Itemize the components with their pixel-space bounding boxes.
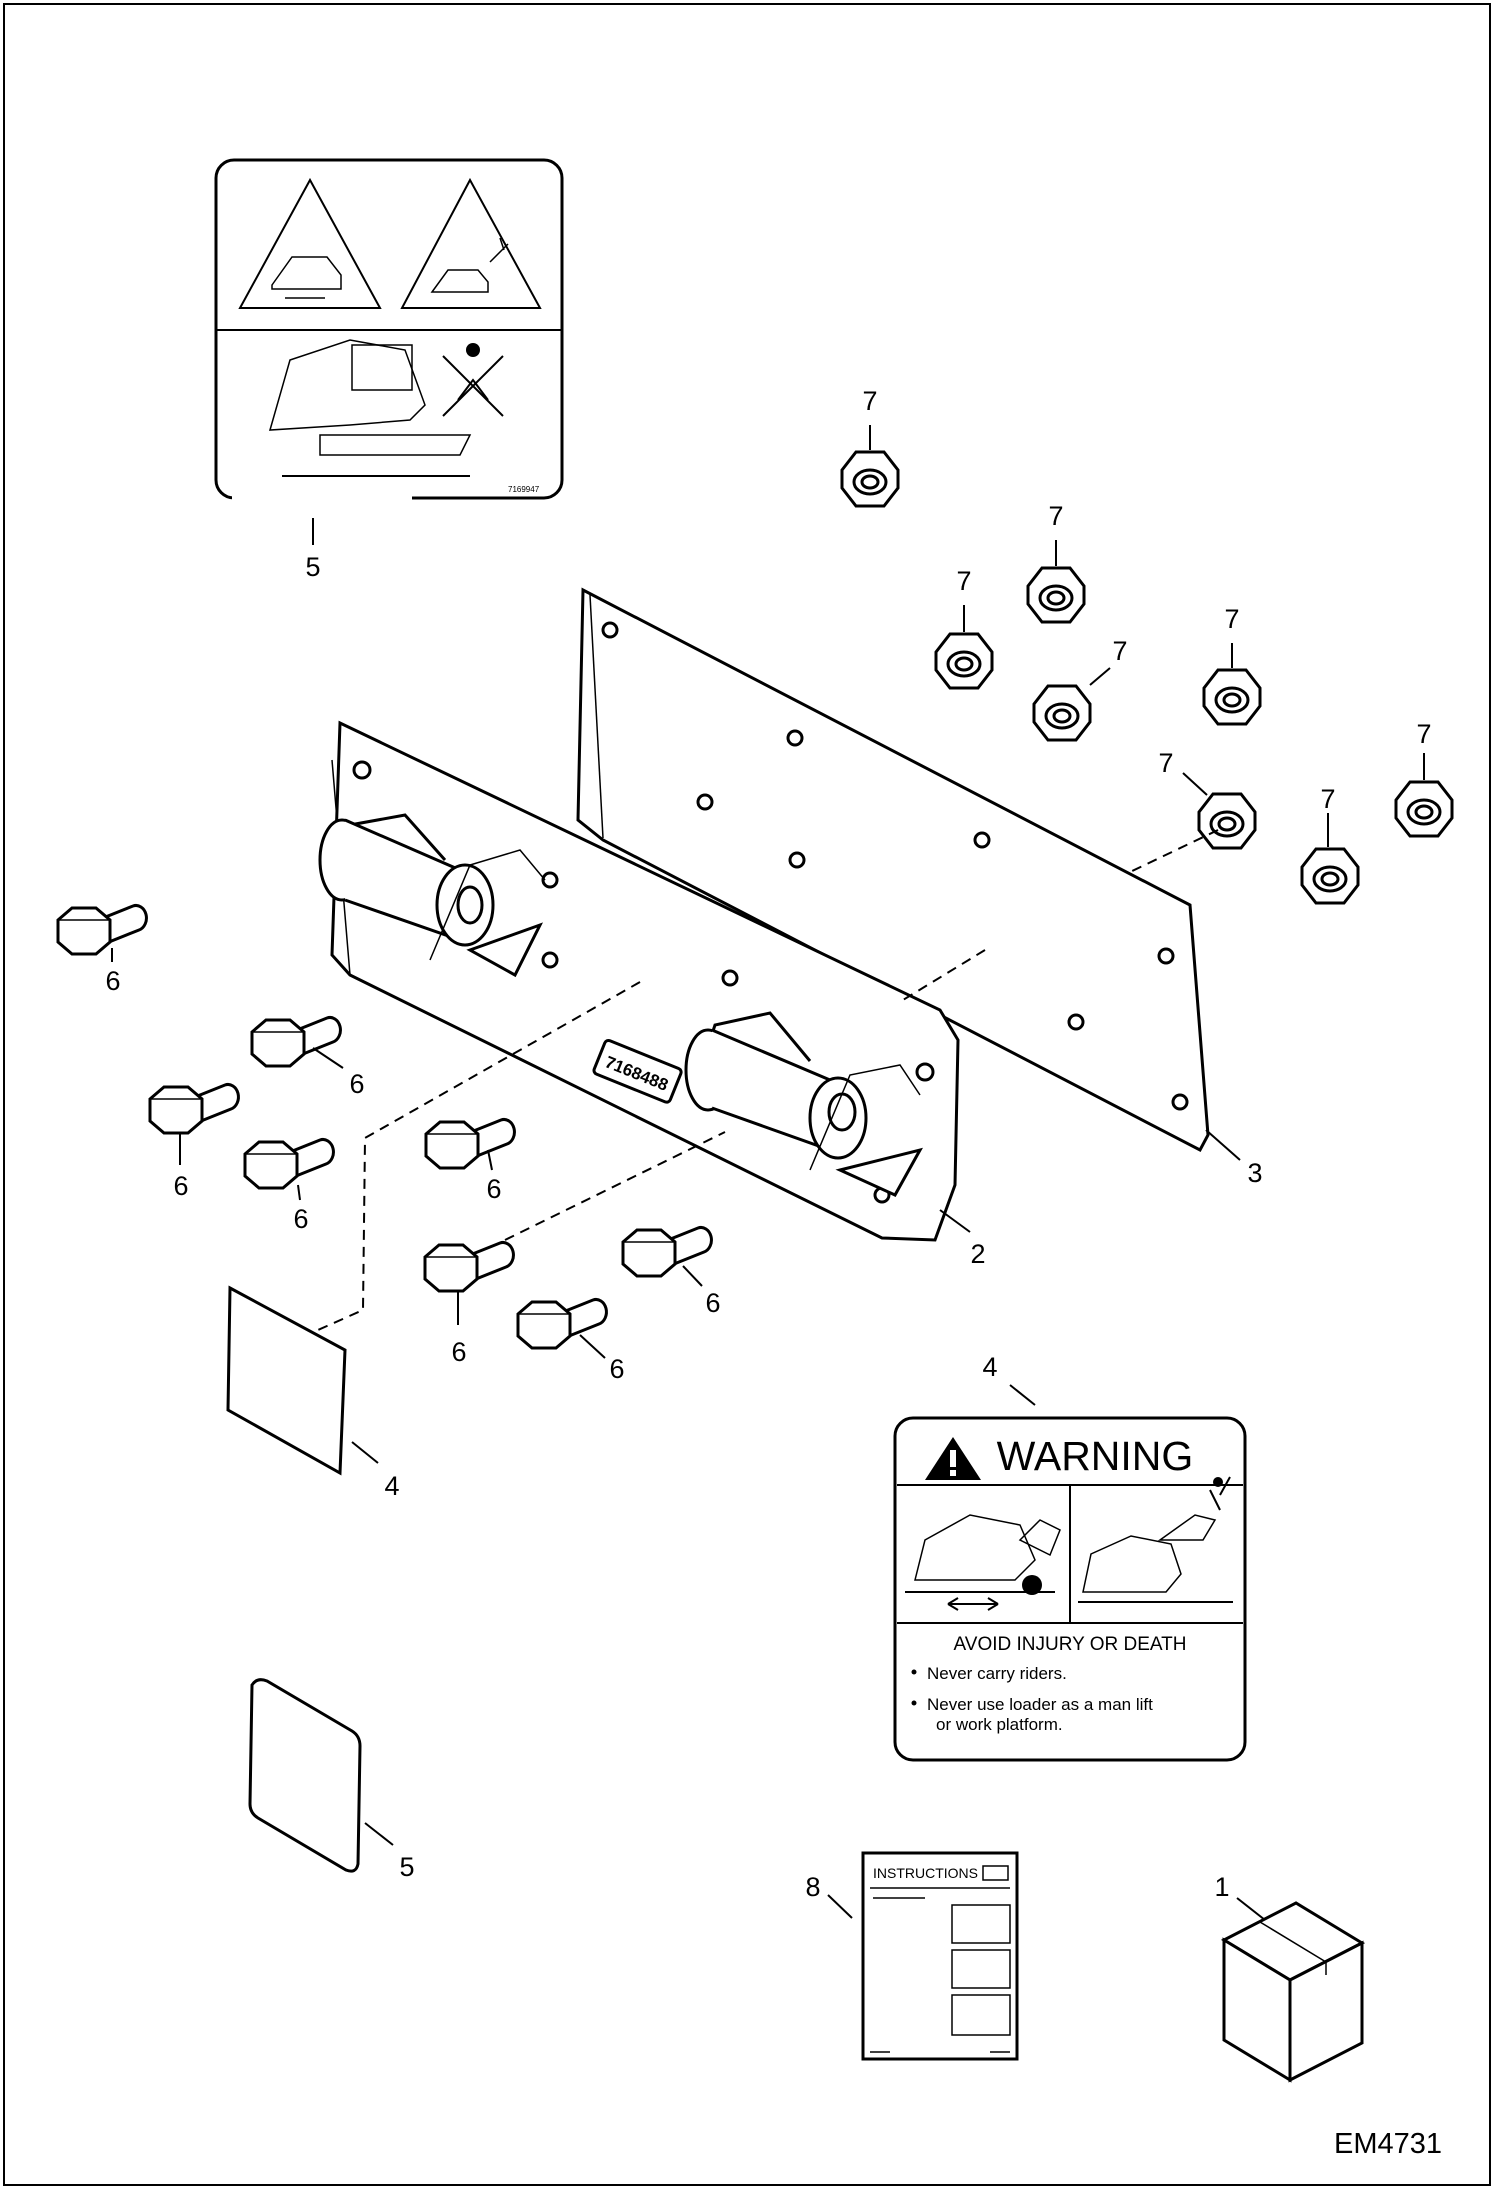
warning-bullet-3: or work platform. bbox=[936, 1715, 1063, 1734]
right-pin-bracket bbox=[684, 1011, 923, 1197]
nut-2 bbox=[1026, 566, 1086, 624]
decal-part-number: 7169947 bbox=[508, 485, 540, 494]
warning-header: WARNING bbox=[997, 1433, 1194, 1479]
callout-7-nut-2: 7 bbox=[1048, 501, 1063, 531]
no-riders-icon bbox=[442, 343, 504, 417]
backing-plate bbox=[576, 587, 1210, 1153]
callout-6-bolt-5: 6 bbox=[486, 1174, 501, 1204]
nut-1 bbox=[840, 450, 900, 508]
bolt-1 bbox=[56, 903, 148, 956]
lift-hazard-icon bbox=[1078, 1476, 1233, 1603]
left-pin-bracket bbox=[318, 813, 546, 978]
instructions-manual: INSTRUCTIONS bbox=[861, 1851, 1019, 2061]
warning-triangle-icon bbox=[925, 1437, 981, 1480]
assembly-line-decal bbox=[317, 981, 641, 1331]
warning-bullet-1: Never carry riders. bbox=[927, 1664, 1067, 1683]
bolt-2 bbox=[250, 1015, 342, 1068]
bolt-7 bbox=[621, 1225, 713, 1278]
nut-8 bbox=[1300, 847, 1360, 905]
callout-6-bolt-3: 6 bbox=[173, 1171, 188, 1201]
callout-7-nut-1: 7 bbox=[862, 386, 877, 416]
callout-4-decal-installed: 4 bbox=[384, 1471, 399, 1501]
drawing-id: EM4731 bbox=[1334, 2128, 1442, 2160]
mounting-plate: 7168488 bbox=[318, 720, 960, 1242]
callout-7-nut-4: 7 bbox=[1112, 636, 1127, 666]
bolt-8 bbox=[516, 1297, 608, 1350]
callout-6-bolt-1: 6 bbox=[105, 966, 120, 996]
callout-7-nut-8: 7 bbox=[1320, 784, 1335, 814]
pictorial-decal: 7169947 bbox=[214, 158, 564, 502]
callout-7-nut-3: 7 bbox=[956, 566, 971, 596]
crush-hazard-icon bbox=[905, 1514, 1061, 1611]
callout-7-nut-5: 7 bbox=[1224, 604, 1239, 634]
nut-3 bbox=[934, 632, 994, 690]
bolt-6 bbox=[423, 1240, 515, 1293]
bolt-4 bbox=[243, 1137, 335, 1190]
warning-triangle-crush-icon bbox=[238, 177, 382, 309]
nut-4 bbox=[1032, 684, 1092, 742]
loader-outline-icon bbox=[268, 339, 472, 477]
callout-5-decal-installed: 5 bbox=[399, 1852, 414, 1882]
assembly-line-bolt bbox=[504, 1131, 726, 1241]
bolt-3 bbox=[148, 1082, 240, 1135]
kit-box bbox=[1220, 1901, 1366, 2083]
decal-5-installed bbox=[248, 1678, 362, 1873]
instructions-title: INSTRUCTIONS bbox=[873, 1865, 978, 1881]
bolt-5 bbox=[424, 1117, 516, 1170]
nut-7 bbox=[1197, 792, 1257, 850]
warning-triangle-fall-icon bbox=[400, 177, 542, 309]
warning-bullet-2: Never use loader as a man lift bbox=[927, 1695, 1153, 1714]
callout-4-warning-decal: 4 bbox=[982, 1352, 997, 1382]
nut-6 bbox=[1394, 780, 1454, 838]
callout-6-bolt-6: 6 bbox=[451, 1337, 466, 1367]
callout-5-pictorial-decal: 5 bbox=[305, 552, 320, 582]
stamp-plate: 7168488 bbox=[592, 1038, 683, 1104]
callout-6-bolt-8: 6 bbox=[609, 1354, 624, 1384]
decal-4-installed bbox=[226, 1285, 347, 1476]
callout-8-instructions: 8 bbox=[805, 1872, 820, 1902]
callout-1-kit-box: 1 bbox=[1214, 1872, 1229, 1902]
callout-7-nut-7: 7 bbox=[1158, 748, 1173, 778]
warning-decal: WARNING AVOID INJURY OR DEATH Never carr… bbox=[893, 1416, 1247, 1762]
callout-6-bolt-2: 6 bbox=[349, 1069, 364, 1099]
callout-7-nut-6: 7 bbox=[1416, 719, 1431, 749]
drawing-border bbox=[3, 3, 1491, 2186]
callout-2-mounting-plate: 2 bbox=[970, 1239, 985, 1269]
nut-5 bbox=[1202, 668, 1262, 726]
warning-subheader: AVOID INJURY OR DEATH bbox=[954, 1634, 1187, 1655]
callout-6-bolt-7: 6 bbox=[705, 1288, 720, 1318]
callout-3-backing-plate: 3 bbox=[1247, 1158, 1262, 1188]
callout-6-bolt-4: 6 bbox=[293, 1204, 308, 1234]
